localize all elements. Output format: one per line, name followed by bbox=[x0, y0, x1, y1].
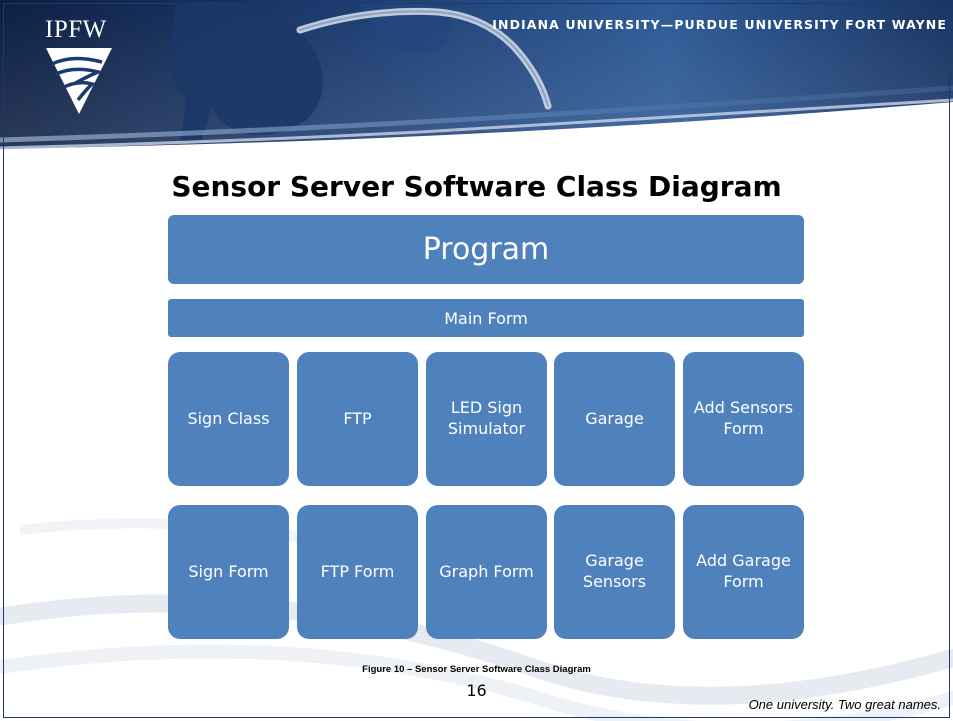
header-background bbox=[0, 0, 953, 150]
slide-title: Sensor Server Software Class Diagram bbox=[171, 170, 782, 203]
graph-form-box: Graph Form bbox=[426, 505, 547, 639]
logo-text: IPFW bbox=[45, 16, 107, 43]
add-garage-form-box: Add Garage Form bbox=[683, 505, 804, 639]
ftp-box: FTP bbox=[297, 352, 418, 486]
program-box: Program bbox=[168, 215, 804, 284]
garage-sensors-box: Garage Sensors bbox=[554, 505, 675, 639]
led-sign-simulator-box: LED Sign Simulator bbox=[426, 352, 547, 486]
sign-class-box: Sign Class bbox=[168, 352, 289, 486]
add-sensors-form-box: Add Sensors Form bbox=[683, 352, 804, 486]
ipfw-logo-icon bbox=[46, 48, 112, 114]
garage-box: Garage bbox=[554, 352, 675, 486]
ftp-form-box: FTP Form bbox=[297, 505, 418, 639]
figure-caption: Figure 10 – Sensor Server Software Class… bbox=[362, 664, 591, 675]
sign-form-box: Sign Form bbox=[168, 505, 289, 639]
header-banner: IPFW INDIANA UNIVERSITY—PURDUE UNIVERSIT… bbox=[0, 0, 953, 150]
page-number: 16 bbox=[466, 681, 487, 700]
university-name: INDIANA UNIVERSITY—PURDUE UNIVERSITY FOR… bbox=[492, 17, 947, 32]
main-form-box: Main Form bbox=[168, 299, 804, 337]
tagline: One university. Two great names. bbox=[748, 697, 941, 712]
